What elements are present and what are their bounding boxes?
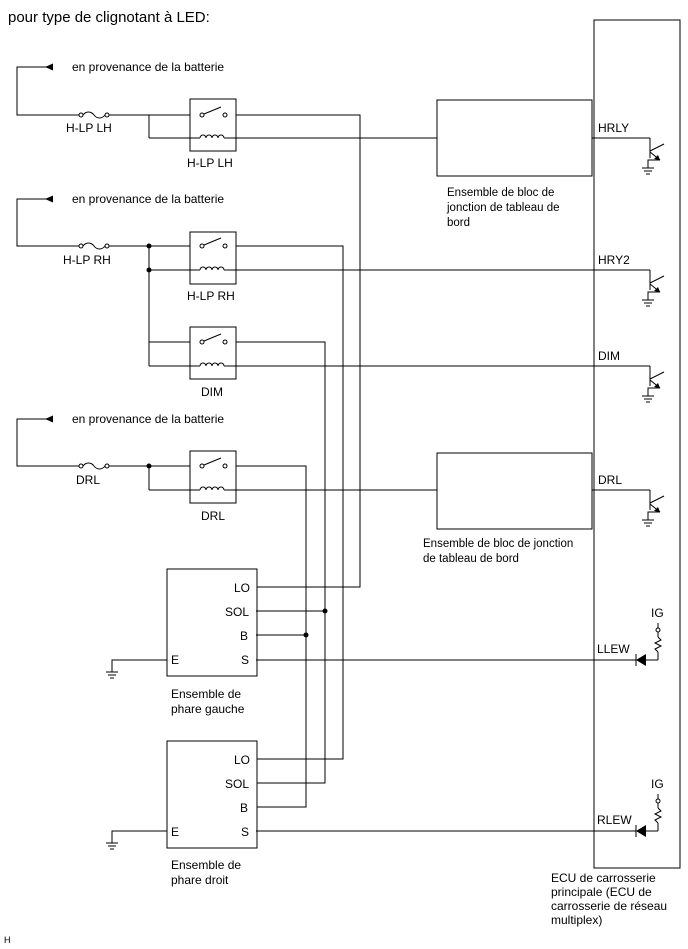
- svg-text:IG: IG: [651, 777, 664, 791]
- footer-mark: H: [4, 935, 11, 945]
- battery-source-label: en provenance de la batterie: [72, 60, 224, 74]
- headlamp-right-box: [166, 740, 258, 849]
- fuse-h-lp-lh: H-LP LH: [66, 111, 190, 135]
- ground-icon: [105, 842, 119, 850]
- headlamp-left-caption: Ensemble de phare gauche: [171, 687, 245, 716]
- junction-block-1-label: Ensemble de bloc de jonction de tableau …: [446, 187, 563, 229]
- relay-drl: DRL: [189, 450, 237, 523]
- junction-block-1: [436, 99, 593, 177]
- diagram-title: pour type de clignotant à LED:: [8, 9, 210, 26]
- fuse-label: DRL: [76, 473, 100, 487]
- battery-source-label: en provenance de la batterie: [72, 192, 224, 206]
- junction-block-2: [436, 452, 593, 530]
- fuse-h-lp-rh: H-LP RH: [63, 242, 190, 267]
- arrow-left-icon: [45, 415, 53, 423]
- ecu-caption: ECU de carrosserie principale (ECU de ca…: [551, 871, 670, 927]
- svg-text:DIM: DIM: [598, 349, 620, 363]
- ecu-terminal-hrly: HRLY: [598, 121, 665, 175]
- battery-source-label: en provenance de la batterie: [72, 412, 224, 426]
- relay-label: H-LP RH: [187, 289, 235, 303]
- relay-h-lp-rh: H-LP RH: [187, 231, 237, 303]
- svg-text:LLEW: LLEW: [597, 642, 630, 656]
- svg-text:RLEW: RLEW: [597, 813, 632, 827]
- battery-source-1: en provenance de la batterie: [16, 60, 224, 116]
- fuse-drl: DRL: [76, 462, 190, 487]
- headlamp-left-box: [166, 568, 258, 677]
- relay-dim: DIM: [189, 326, 237, 399]
- ecu-terminal-rlew: RLEW IG: [597, 777, 664, 837]
- ecu-terminal-llew: LLEW IG: [597, 606, 664, 666]
- arrow-left-icon: [45, 195, 53, 203]
- svg-text:HRLY: HRLY: [598, 121, 629, 135]
- body-ecu-box: [593, 19, 681, 869]
- relay-label: DRL: [201, 509, 225, 523]
- fuse-label: H-LP RH: [63, 253, 111, 267]
- relay-h-lp-lh: H-LP LH: [187, 98, 237, 170]
- svg-text:IG: IG: [651, 606, 664, 620]
- headlamp-right-pins: LO SOL B S E: [171, 753, 253, 839]
- svg-text:DRL: DRL: [598, 473, 622, 487]
- svg-text:HRY2: HRY2: [598, 253, 630, 267]
- arrow-left-icon: [45, 63, 53, 71]
- headlamp-right-caption: Ensemble de phare droit: [171, 858, 244, 887]
- ecu-terminal-dim: DIM: [598, 349, 665, 403]
- fuse-label: H-LP LH: [66, 121, 112, 135]
- battery-source-3: en provenance de la batterie: [16, 412, 224, 467]
- battery-source-2: en provenance de la batterie: [16, 192, 224, 247]
- ecu-terminal-drl: DRL: [598, 473, 665, 527]
- junction-block-2-label: Ensemble de bloc de jonction de tableau …: [423, 538, 576, 565]
- ecu-terminal-hry2: HRY2: [598, 253, 665, 307]
- relay-label: H-LP LH: [187, 156, 233, 170]
- headlamp-left-pins: LO SOL B S E: [171, 581, 253, 667]
- relay-label: DIM: [201, 385, 223, 399]
- ground-icon: [105, 671, 119, 679]
